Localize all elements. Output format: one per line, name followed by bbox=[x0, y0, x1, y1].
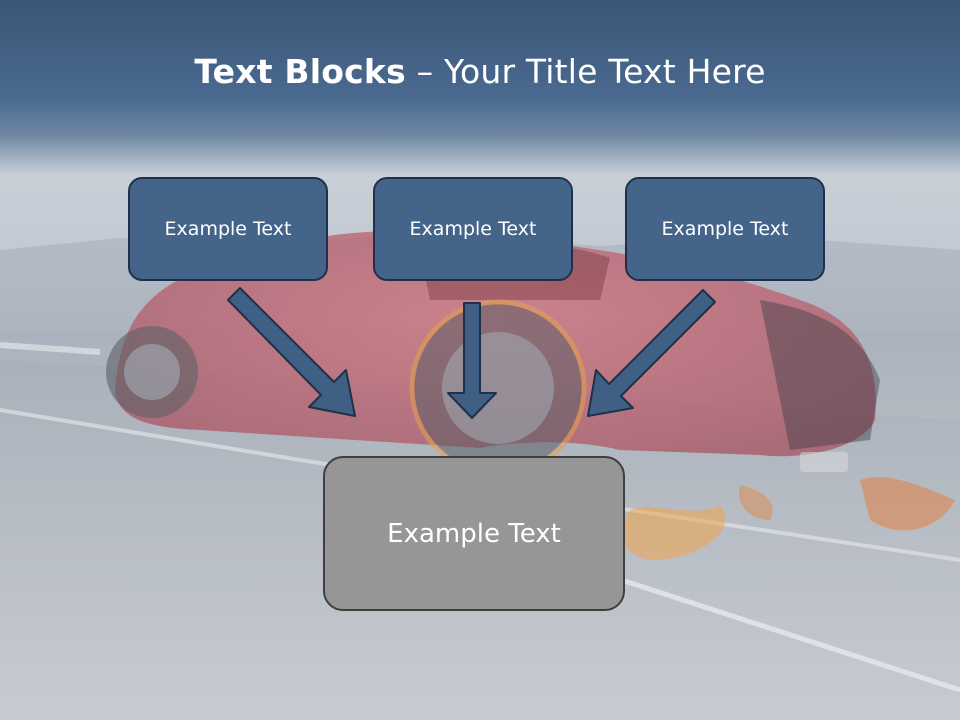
arrow-down-right-icon bbox=[227, 287, 356, 417]
title-bold-text: Text Blocks bbox=[194, 52, 406, 91]
text-block-1[interactable]: Example Text bbox=[128, 177, 328, 281]
slide-title: Text Blocks – Your Title Text Here bbox=[0, 52, 960, 91]
arrow-down-icon bbox=[447, 302, 497, 419]
title-dash: – bbox=[405, 52, 444, 91]
arrow-down-left-icon bbox=[587, 289, 716, 417]
title-rest-text: Your Title Text Here bbox=[443, 52, 766, 91]
text-block-3[interactable]: Example Text bbox=[625, 177, 825, 281]
text-block-result[interactable]: Example Text bbox=[323, 456, 625, 611]
text-block-2[interactable]: Example Text bbox=[373, 177, 573, 281]
